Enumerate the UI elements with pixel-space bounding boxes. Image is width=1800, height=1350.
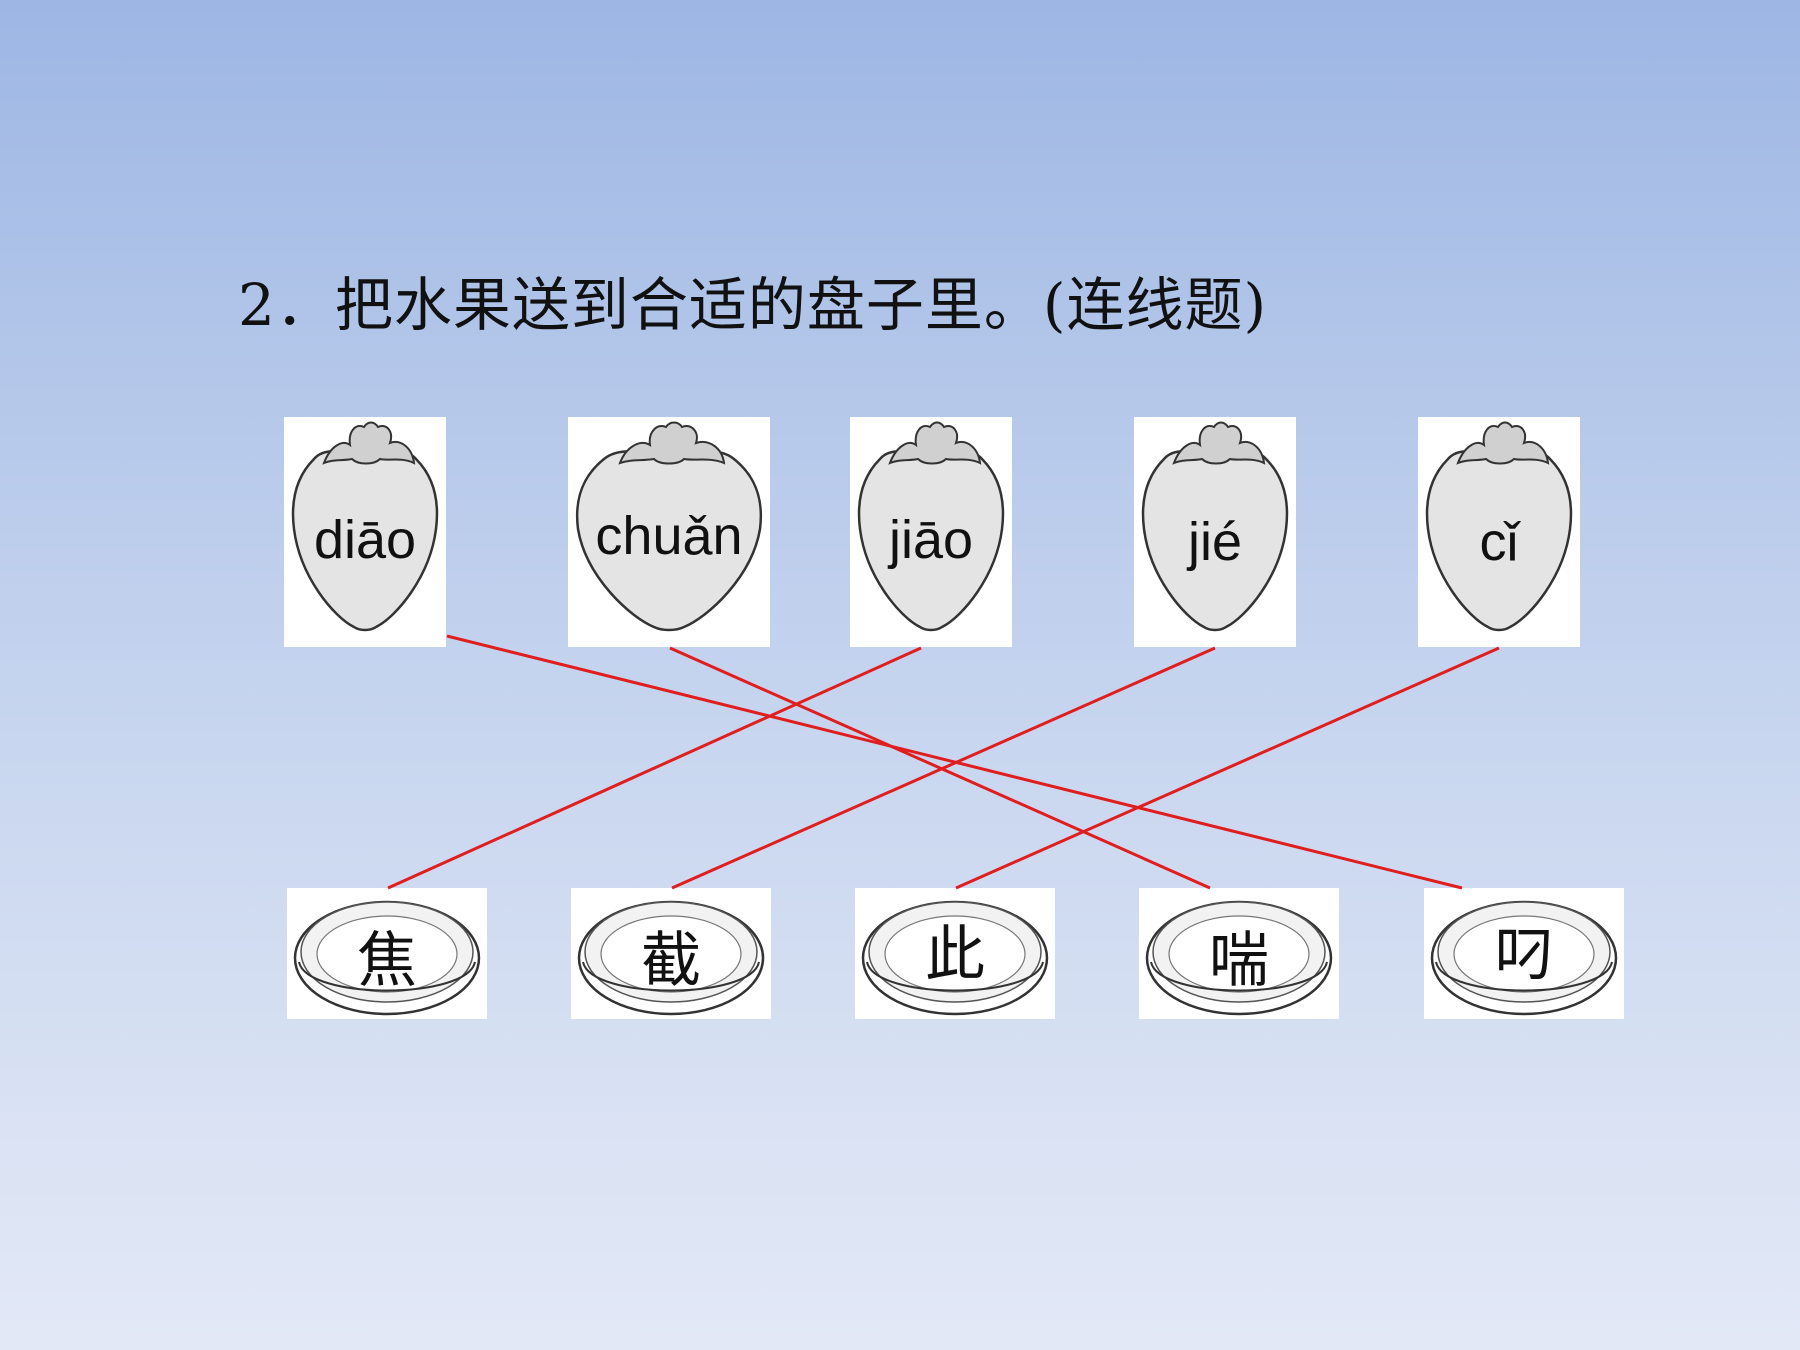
strawberry-icon (291, 421, 439, 632)
plate-character: 焦 (357, 926, 417, 996)
plate-icon (1145, 900, 1333, 1016)
plate-card[interactable]: 喘 (1139, 888, 1339, 1019)
plate-card[interactable]: 截 (571, 888, 771, 1019)
fruit-card[interactable]: jiāo (850, 417, 1012, 647)
connection-line (387, 646, 922, 890)
strawberry-icon (575, 421, 763, 632)
fruit-pinyin: cǐ (1479, 512, 1519, 572)
plate-icon (861, 900, 1049, 1016)
fruit-card[interactable]: jié (1134, 417, 1296, 647)
plate-icon (1430, 900, 1618, 1016)
strawberry-icon (1425, 421, 1573, 632)
question-title: 2．把水果送到合适的盘子里。(连线题) (238, 271, 1268, 339)
plate-character: 截 (641, 926, 701, 996)
plate-character: 叼 (1494, 920, 1554, 990)
fruit-pinyin: diāo (313, 510, 417, 570)
plate-character: 喘 (1209, 926, 1269, 996)
connection-line (669, 646, 1211, 890)
fruit-pinyin: jié (1187, 512, 1243, 572)
strawberry-icon (857, 421, 1005, 632)
plate-card[interactable]: 此 (855, 888, 1055, 1019)
fruit-pinyin: chuǎn (595, 506, 743, 566)
plate-card[interactable]: 焦 (287, 888, 487, 1019)
connection-line (955, 646, 1500, 890)
plate-character: 此 (925, 920, 985, 990)
plate-icon (577, 900, 765, 1016)
fruit-card[interactable]: cǐ (1418, 417, 1580, 647)
plate-card[interactable]: 叼 (1424, 888, 1624, 1019)
connection-line (446, 634, 1463, 890)
fruit-card[interactable]: diāo (284, 417, 446, 647)
strawberry-icon (1141, 421, 1289, 632)
plate-icon (293, 900, 481, 1016)
connection-line (671, 646, 1216, 890)
fruit-pinyin: jiāo (888, 510, 974, 570)
fruit-card[interactable]: chuǎn (568, 417, 770, 647)
